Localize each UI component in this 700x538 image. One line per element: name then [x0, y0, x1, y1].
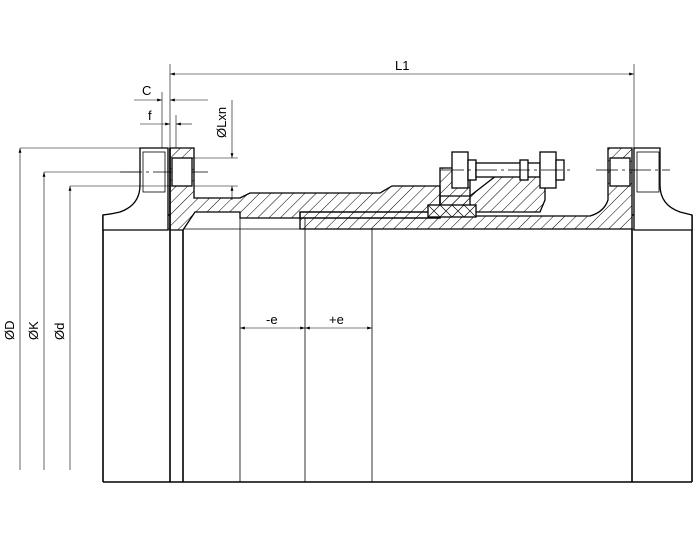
- label-c: C: [142, 83, 151, 98]
- dimension-l1: L1: [169, 58, 635, 148]
- dimension-lxn: ØLxn: [194, 100, 238, 200]
- dimension-c: C: [134, 83, 208, 148]
- left-pipe-outline: [102, 214, 170, 482]
- label-d-inner: Ød: [52, 323, 67, 340]
- tie-bolt-assembly: [442, 151, 572, 189]
- dimension-e: -e +e: [240, 312, 372, 330]
- dimension-k: ØK: [26, 171, 140, 470]
- right-pipe-outline: [632, 214, 693, 482]
- internal-bore-lines: [169, 148, 633, 482]
- right-adaptor-flange-section: [299, 147, 633, 230]
- label-l1: L1: [395, 58, 409, 73]
- right-bolt-hole: [636, 151, 660, 193]
- label-plus-e: +e: [329, 312, 344, 327]
- left-pipe-flange: [102, 147, 169, 231]
- label-lxn: ØLxn: [214, 107, 229, 138]
- label-k: ØK: [26, 321, 41, 340]
- label-d-outer: ØD: [2, 321, 17, 341]
- right-pipe-flange: [633, 147, 693, 231]
- right-flange-slot: [609, 157, 631, 187]
- gasket-seal: [427, 204, 477, 218]
- left-flange-slot: [171, 157, 193, 187]
- label-minus-e: -e: [266, 312, 278, 327]
- dimension-d-inner: Ød: [52, 185, 172, 470]
- label-f: f: [148, 108, 152, 123]
- dimension-f: f: [140, 108, 192, 148]
- dimension-d-outer: ØD: [2, 147, 140, 470]
